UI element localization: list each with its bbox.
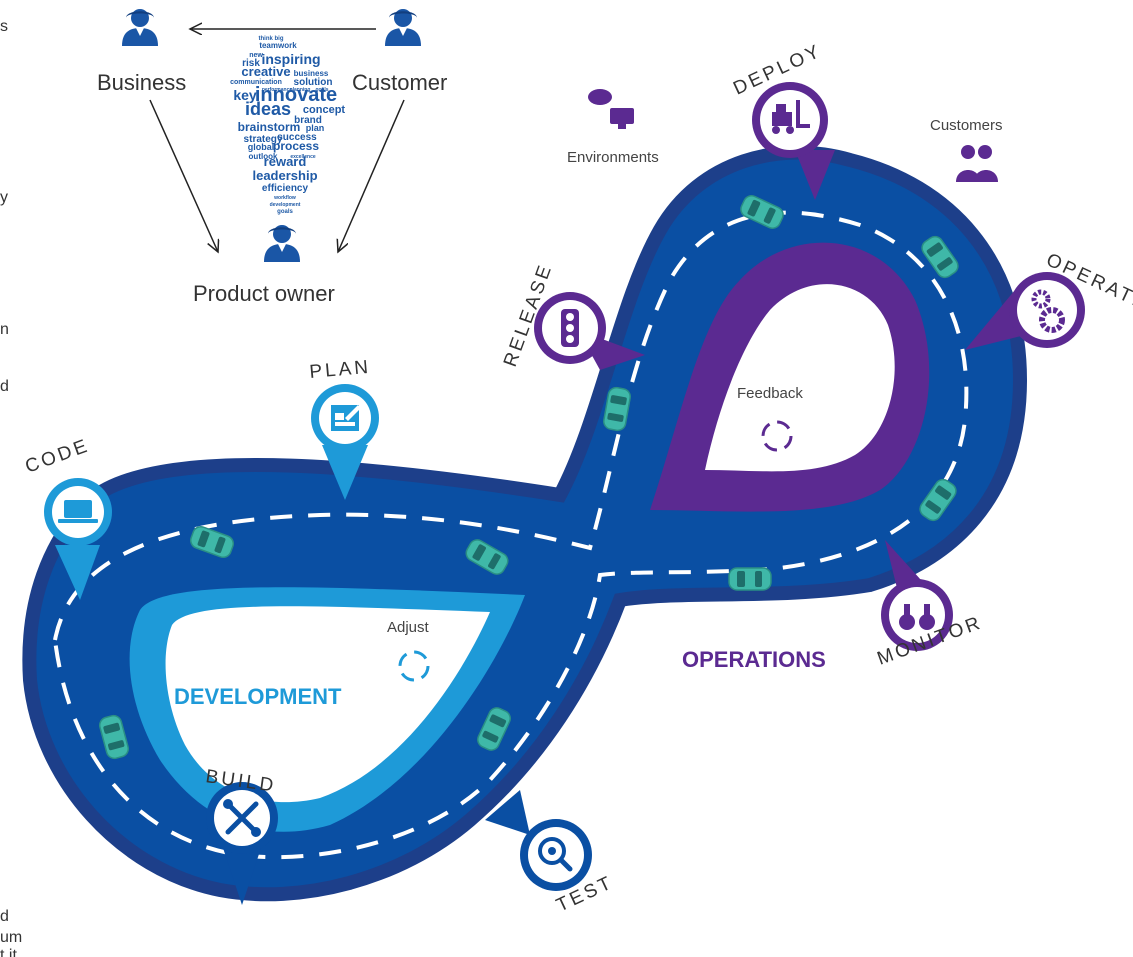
word-cloud-term: development [270,202,301,208]
arrow-business-to-owner [149,99,218,252]
customers-group: Customers [930,117,1003,182]
word-cloud-term: success [277,132,317,143]
adjust-label: Adjust [387,619,430,636]
laptop-icon [58,500,98,523]
person-icon [264,225,300,262]
word-cloud-term: process [273,139,319,153]
cloud-monitor-icon [588,89,634,129]
car-icon [728,567,772,591]
customers-label: Customers [930,117,1003,134]
word-cloud-term: innovate [255,84,337,106]
edge-text-fragment: d [0,908,9,925]
left-edge-fragments: s y n d d um t it [0,18,22,957]
infinity-road [22,145,1028,902]
word-cloud-term: concept [303,104,346,116]
word-cloud-term: key [233,87,257,103]
feedback-label: Feedback [737,385,803,402]
customer-label: Customer [352,70,447,95]
person-icon [122,9,158,46]
word-cloud-term: strategy [244,134,283,145]
customers-icon [956,145,998,182]
tools-icon [223,799,261,837]
magnifier-gear-icon [538,837,573,872]
stage-code: CODE [23,435,112,600]
environments-label: Environments [567,149,659,166]
word-cloud-term: solution [294,77,333,88]
stage-plan-label: PLAN [309,357,372,383]
plan-board-icon [331,405,361,431]
word-cloud-term: outlook [249,152,278,161]
operations-title: OPERATIONS [682,647,826,672]
edge-text-fragment: d [0,378,9,395]
stage-plan: PLAN [309,357,379,500]
arrow-customer-to-owner [338,99,405,252]
word-cloud-term: inspiring [261,51,320,67]
word-cloud-term: workflow [273,195,296,201]
binoculars-icon [899,604,935,630]
forklift-icon [772,100,810,134]
word-cloud-term: new [249,52,263,59]
word-cloud-term: global [248,142,275,152]
word-cloud-term: communication [230,79,282,86]
word-cloud-term: teamwork [259,41,297,50]
edge-text-fragment: s [0,18,8,35]
feedback-group: Feedback [737,385,803,452]
traffic-light-icon [561,309,579,347]
edge-text-fragment: n [0,321,9,338]
edge-text-fragment: um [0,929,22,946]
edge-text-fragment: y [0,189,8,206]
edge-text-fragment: t it [0,947,17,957]
word-cloud-term: brand [294,115,322,126]
adjust-group: Adjust [387,619,430,682]
word-cloud-term: goals [315,87,328,93]
word-cloud-term: brainstorm [238,120,301,134]
environments-group: Environments [567,89,659,166]
word-cloud-term: performance [262,87,293,93]
gears-icon [1031,289,1065,333]
word-cloud-term: risk [242,58,260,69]
word-cloud-term: leadership [252,168,317,183]
word-cloud-term: planning [290,87,311,93]
word-cloud-term: ideas [245,99,291,119]
word-cloud-term: excellence [290,154,316,160]
word-cloud-term: efficiency [262,183,309,194]
business-label: Business [97,70,186,95]
cycle-arrows-icon [761,420,793,452]
word-cloud-term: business [294,69,329,78]
operations-loop-center [705,284,895,472]
word-cloud-term: think big [259,36,284,42]
development-title: DEVELOPMENT [174,684,342,709]
stakeholders-section: Business Customer Product owner think bi… [97,9,447,306]
word-cloud-term: goals [277,209,293,215]
word-cloud-term: plan [306,123,325,133]
product-owner-label: Product owner [193,281,335,306]
cycle-arrows-icon [398,650,430,682]
stage-code-label: CODE [23,435,93,478]
word-cloud-term: reward [264,154,307,169]
stage-build: BUILD [204,766,278,905]
stage-test: TEST [485,790,617,917]
word-cloud-term: creative [241,64,290,79]
person-icon [385,9,421,46]
development-loop-center [165,606,490,803]
innovation-word-cloud: think big teamwork new risk inspiring cr… [230,36,345,215]
